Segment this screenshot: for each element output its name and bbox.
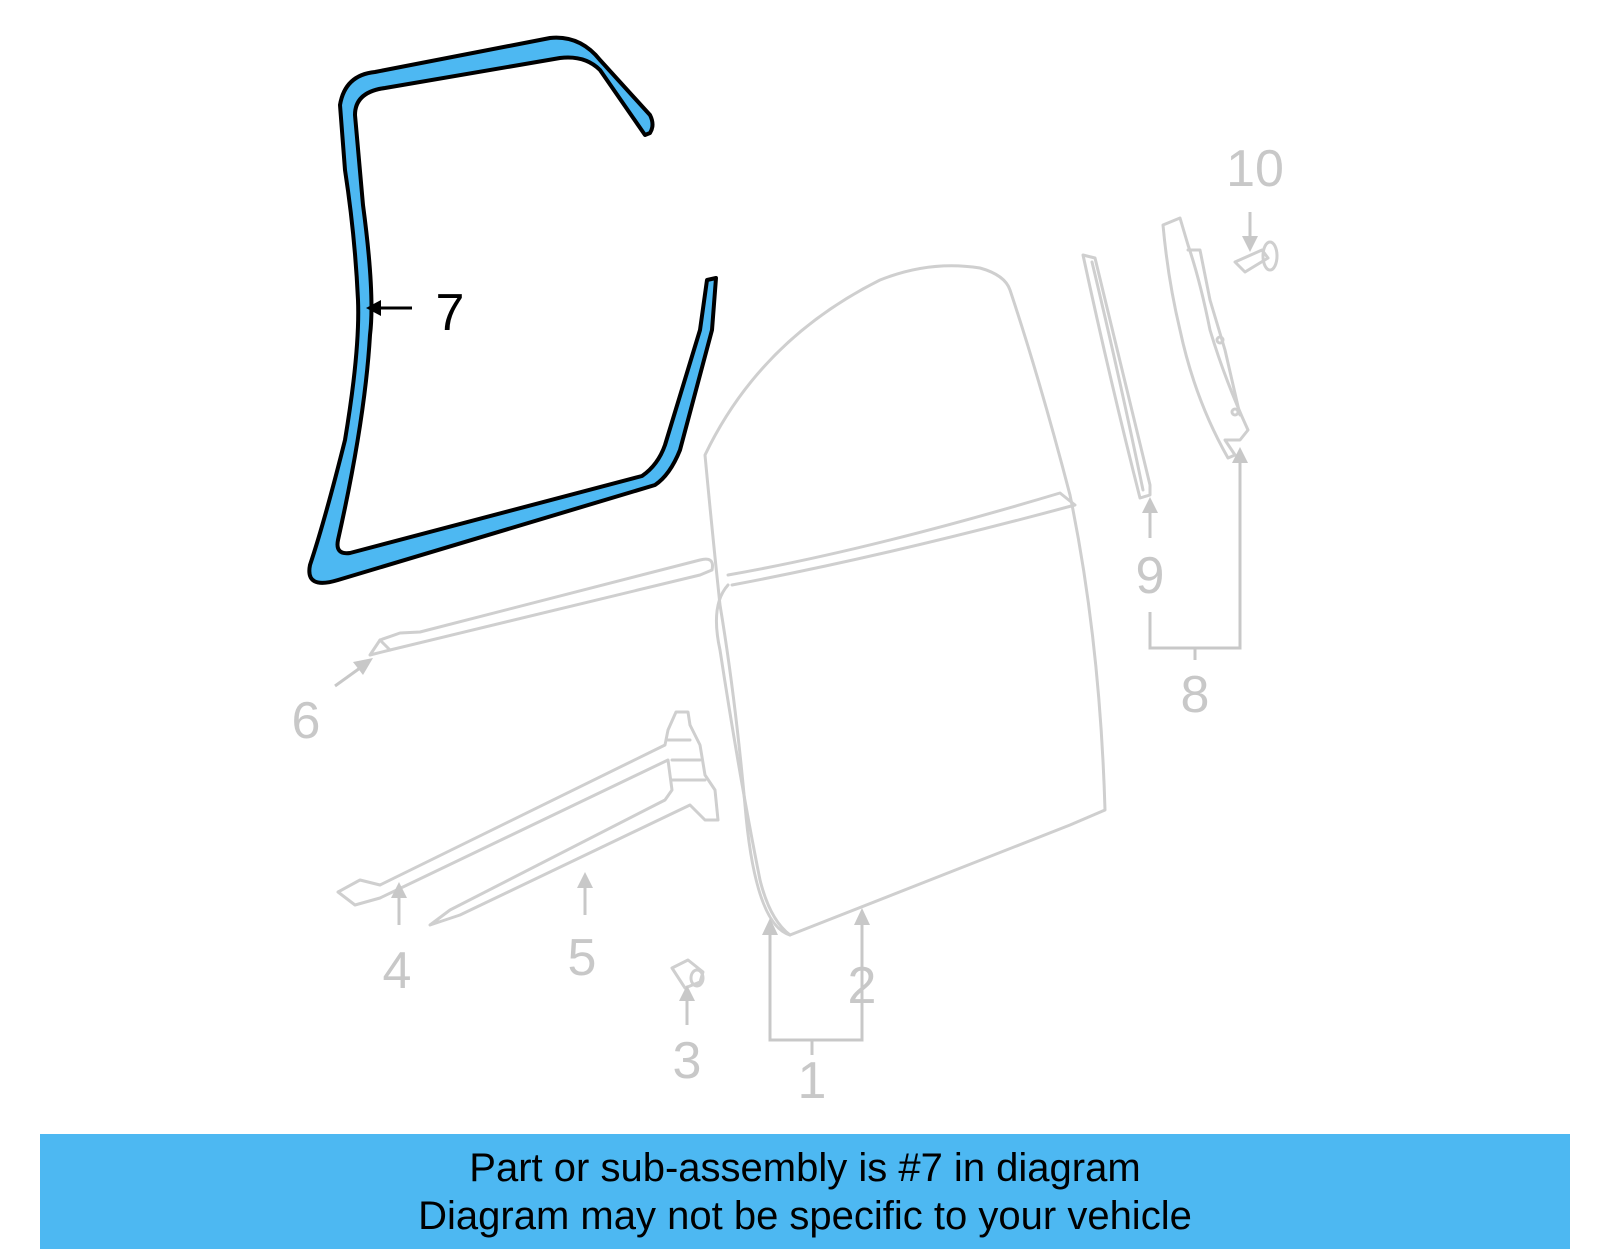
part-3-clip[interactable] <box>670 958 705 990</box>
callout-2: 2 <box>848 957 877 1015</box>
leader-lines <box>334 212 1258 1055</box>
callout-4: 4 <box>383 942 412 1000</box>
part-8-frame-piece[interactable] <box>1161 216 1250 460</box>
footer-line-2: Diagram may not be specific to your vehi… <box>418 1193 1192 1238</box>
part-6-belt-molding[interactable] <box>368 557 714 657</box>
callout-9: 9 <box>1136 547 1165 605</box>
part-4-5-regulator[interactable] <box>336 710 720 927</box>
part-2-door-shell[interactable] <box>703 264 1107 937</box>
part-7-weatherstrip[interactable] <box>307 35 718 585</box>
callout-5: 5 <box>568 929 597 987</box>
callout-6: 6 <box>292 692 321 750</box>
part-10-screw[interactable] <box>1233 240 1279 274</box>
callout-8: 8 <box>1181 666 1210 724</box>
callout-7: 7 <box>436 284 465 342</box>
part-9-channel[interactable] <box>1081 253 1152 500</box>
callout-10: 10 <box>1226 140 1284 198</box>
callout-3: 3 <box>673 1032 702 1090</box>
callout-1: 1 <box>798 1052 827 1110</box>
footer-line-1: Part or sub-assembly is #7 in diagram <box>469 1145 1141 1190</box>
footer-banner: Part or sub-assembly is #7 in diagram Di… <box>40 1134 1570 1249</box>
